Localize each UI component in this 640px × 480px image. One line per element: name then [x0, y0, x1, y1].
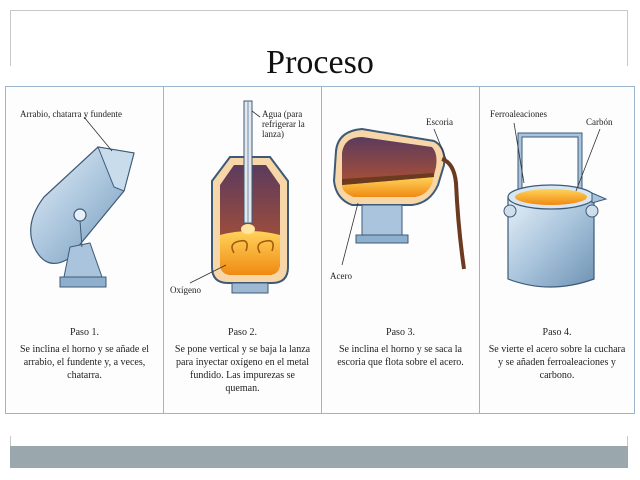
step-4-panel: Ferroaleaciones Carbón Paso 4. Se vierte… [480, 87, 634, 413]
step-3-description: Se inclina el horno y se saca la escoria… [337, 344, 464, 368]
step-2-title: Paso 2. [228, 327, 257, 338]
callout-carbon: Carbón [586, 117, 613, 127]
left-rule [10, 10, 11, 66]
callout-escoria: Escoria [426, 117, 453, 127]
callout-agua: Agua (para refrigerar la lanza) [262, 109, 305, 139]
callout-oxigeno: Oxígeno [170, 285, 201, 295]
converter-oxygen-lance-illustration [189, 100, 289, 294]
step-4-title: Paso 4. [542, 327, 572, 338]
top-rule [10, 10, 628, 11]
right-rule-bottom [627, 436, 628, 446]
step-1-panel: Arrabio, chatarra y fundente Paso 1. Se … [6, 87, 164, 413]
footer-bar [10, 446, 628, 468]
right-rule [627, 10, 628, 66]
callout-arrabio: Arrabio, chatarra y fundente [20, 109, 122, 119]
process-figure: Arrabio, chatarra y fundente Paso 1. Se … [5, 86, 635, 414]
step-3-panel: Escoria Acero Paso 3. Se inclina el horn… [322, 87, 480, 413]
step-3-title: Paso 3. [386, 327, 415, 338]
converter-tilted-illustration [30, 116, 135, 288]
step-1-description: Se inclina el horno y se añade el arrabi… [19, 344, 150, 381]
callout-acero: Acero [330, 271, 352, 281]
ladle-illustration [503, 122, 608, 288]
step-2-description: Se pone vertical y se baja la lanza para… [174, 344, 311, 394]
step-2-panel: Agua (para refrigerar la lanza) Oxígeno … [164, 87, 322, 413]
page-title: Proceso [266, 44, 374, 81]
step-1-title: Paso 1. [70, 327, 99, 338]
converter-slag-pour-illustration [332, 127, 466, 270]
step-4-description: Se vierte el acero sobre la cuchara y se… [488, 344, 626, 381]
left-rule-bottom [10, 436, 11, 446]
callout-ferroaleaciones: Ferroaleaciones [490, 109, 547, 119]
